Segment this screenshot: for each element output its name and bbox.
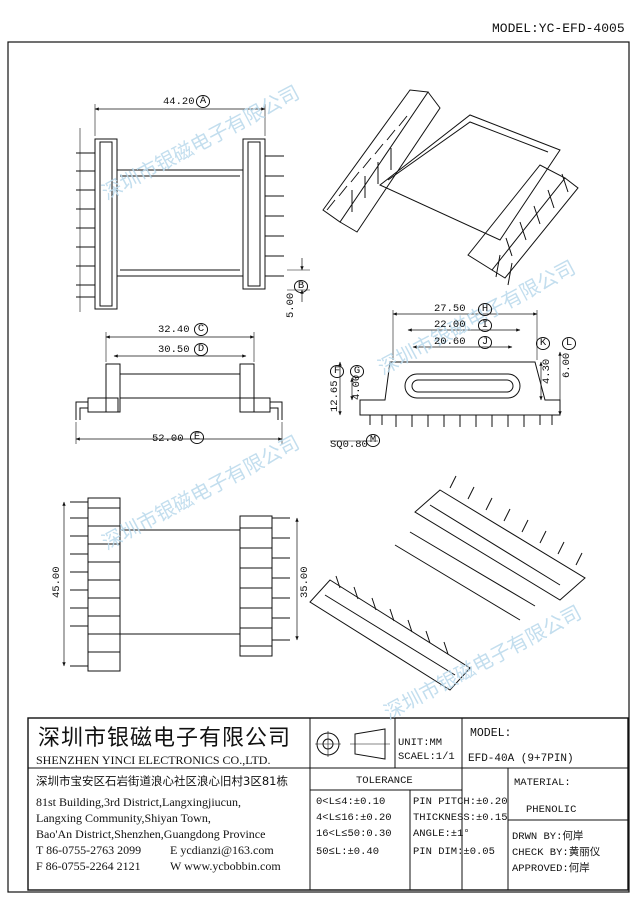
dim-l-value: 6.00 (561, 352, 573, 378)
iso-view-top (322, 89, 579, 286)
contact-fax: F 86-0755-2264 2121 (36, 859, 141, 873)
dim-g-letter: G (350, 365, 364, 378)
dim-d-letter: D (194, 343, 208, 356)
dim-a-letter: A (196, 95, 210, 108)
dim-d-value: 30.50 (158, 344, 190, 356)
dim-b-letter: B (294, 280, 308, 293)
dim-f-value: 12.65 (329, 380, 341, 412)
tol-right-1: PIN PITCH:±0.20 (413, 796, 508, 808)
tol-left-1: 0<L≤4:±0.10 (316, 796, 386, 808)
dim-m-letter: M (366, 434, 380, 447)
dim-j-letter: J (478, 336, 492, 349)
dim-e-value: 52.00 (152, 433, 184, 445)
contact-email[interactable]: E ycdianzi@163.com (170, 843, 274, 857)
model-title: MODEL:YC-EFD-4005 (492, 21, 625, 36)
tolerance-title: TOLERANCE (356, 775, 413, 787)
title-block (27, 717, 629, 891)
dim-f-letter: F (330, 365, 344, 378)
dim-g-value: 4.00 (351, 374, 363, 400)
dim-c-letter: C (194, 323, 208, 336)
unit-label: UNIT:MM (398, 737, 443, 749)
address-en-1: 81st Building,3rd District,Langxingjiucu… (36, 795, 241, 809)
tol-right-2: THICKNESS:±0.15 (413, 812, 508, 824)
dim-l-letter: L (562, 337, 576, 350)
dim-j-value: 20.60 (434, 336, 466, 348)
contact-web[interactable]: W www.ycbobbin.com (170, 859, 281, 873)
approved-by: APPROVED:何岸 (512, 863, 590, 875)
check-by: CHECK BY:黄丽仪 (512, 847, 601, 859)
address-en-2: Langxing Community,Shiyan Town, (36, 811, 211, 825)
dim-h-value: 27.50 (434, 303, 466, 315)
address-cn: 深圳市宝安区石岩街道浪心社区浪心旧村3区81栋 (36, 774, 288, 788)
tol-right-4: PIN DIM:±0.05 (413, 846, 495, 858)
contact-tel: T 86-0755-2763 2099 (36, 843, 142, 857)
model-label: MODEL: (470, 727, 512, 740)
dim-m-value: SQ0.80 (330, 439, 368, 451)
company-name-en: SHENZHEN YINCI ELECTRONICS CO.,LTD. (36, 753, 271, 767)
address-en-3: Bao'An District,Shenzhen,Guangdong Provi… (36, 827, 266, 841)
dim-c-value: 32.40 (158, 324, 190, 336)
dim-n-value: 45.00 (51, 566, 63, 598)
dim-o-value: 35.00 (299, 566, 311, 598)
dim-b-value: 5.00 (285, 292, 297, 318)
material-label: MATERIAL: (514, 777, 571, 789)
tol-left-2: 4<L≤16:±0.20 (316, 812, 392, 824)
tol-right-3: ANGLE:±1° (413, 828, 470, 840)
front-view (75, 332, 283, 444)
dim-e-letter: E (190, 431, 204, 444)
top-view (76, 104, 310, 312)
dim-i-value: 22.00 (434, 319, 466, 331)
tol-left-4: 50≤L:±0.40 (316, 846, 380, 858)
drawing-border (7, 41, 630, 893)
material-value: PHENOLIC (526, 804, 577, 816)
model-value: EFD-40A (9+7PIN) (468, 753, 574, 765)
dim-i-letter: I (478, 319, 492, 332)
company-name-cn: 深圳市银磁电子有限公司 (38, 726, 292, 751)
tol-left-3: 16<L≤50:0.30 (316, 828, 392, 840)
scale-label: SCAEL:1/1 (398, 751, 455, 763)
bottom-view (62, 497, 299, 672)
dim-h-letter: H (478, 303, 492, 316)
dim-a-value: 44.20 (163, 96, 195, 108)
iso-view-bottom (309, 475, 586, 691)
drawn-by: DRWN BY:何岸 (512, 831, 584, 843)
dim-k-letter: K (536, 337, 550, 350)
dim-k-value: 4.30 (541, 358, 553, 384)
